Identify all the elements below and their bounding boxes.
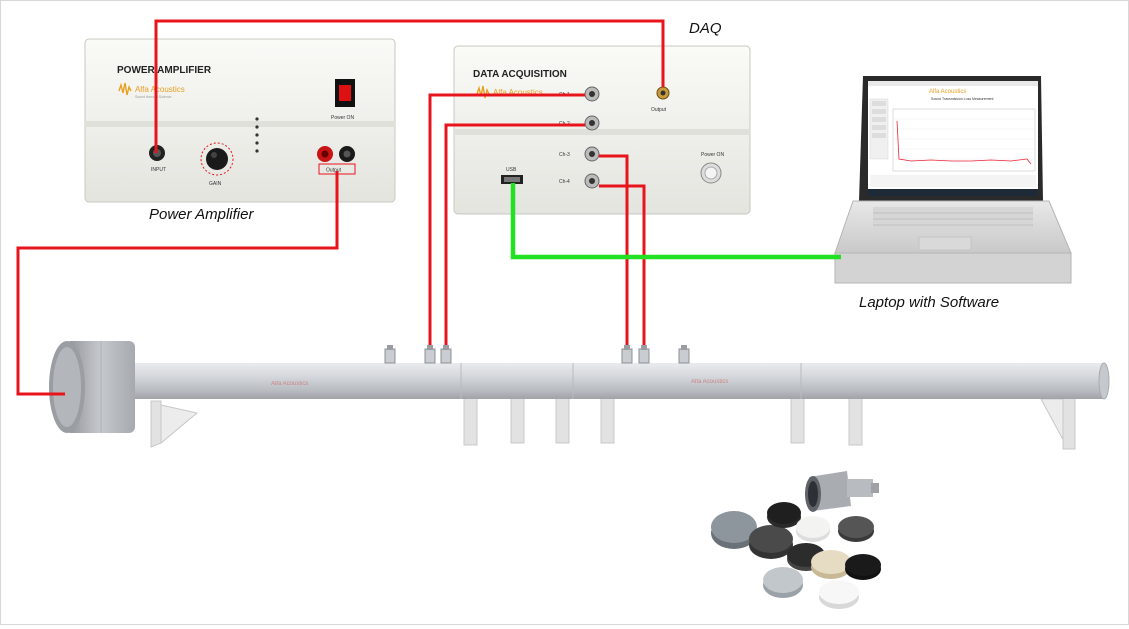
daq-power-label: Power ON	[701, 152, 724, 158]
usb-port[interactable]	[501, 175, 523, 184]
speaker-end-cap	[49, 341, 135, 433]
daq-channel-4[interactable]	[584, 173, 600, 189]
daq-brand: Alfa Acoustics	[493, 88, 543, 97]
sample-disc	[763, 567, 803, 598]
daq-output-jack[interactable]	[656, 86, 670, 100]
amplifier-output-jacks[interactable]	[317, 146, 355, 162]
sample-disc	[796, 516, 830, 542]
touchpad[interactable]	[918, 236, 972, 251]
laptop-caption: Laptop with Software	[859, 294, 999, 311]
wire-daq-to-amplifier	[154, 19, 665, 153]
red-signal-wires	[16, 19, 665, 396]
sample-disc	[711, 511, 757, 549]
sample-holder	[805, 471, 879, 512]
amplifier-title: POWER AMPLIFIER	[117, 65, 212, 76]
taskbar	[868, 189, 1038, 196]
laptop: Alfa Acoustics Sound Transmission Loss M…	[834, 76, 1072, 284]
gain-label: GAIN	[209, 181, 222, 187]
impedance-tube: Alfa Acoustics Alfa Acoustics	[49, 341, 1110, 450]
daq-output-label: Output	[651, 107, 667, 113]
microphone-port-3[interactable]	[440, 345, 452, 364]
sample-disc	[819, 580, 859, 609]
microphone-port-5[interactable]	[638, 345, 650, 364]
wire-mic-ch2	[444, 123, 585, 345]
tube-brand-left: Alfa Acoustics	[271, 381, 308, 387]
daq-box: DATA ACQUISITION Alfa Acoustics Ch-1 Ch-…	[453, 45, 751, 215]
sample-disc	[811, 550, 851, 579]
amplifier-power-switch[interactable]	[335, 79, 355, 107]
daq-title: DATA ACQUISITION	[473, 69, 567, 80]
daq-channel-2[interactable]	[584, 115, 600, 131]
microphone-port-4[interactable]	[621, 345, 633, 364]
sample-disc	[838, 516, 874, 542]
amplifier-output-label: Output	[326, 168, 342, 174]
daq-power-button[interactable]	[700, 162, 722, 184]
wire-mic-ch3	[599, 154, 629, 345]
screen-plot	[892, 108, 1036, 172]
wire-mic-ch4	[599, 184, 646, 345]
sample-disc	[749, 525, 793, 559]
amplifier-brand-logo: Alfa Acoustics Sound through Science	[118, 82, 185, 99]
tube-stands	[150, 390, 1076, 450]
microphone-port-2[interactable]	[424, 345, 436, 364]
daq-brand-logo: Alfa Acoustics	[476, 85, 543, 99]
ch3-label: Ch-3	[559, 152, 570, 158]
microphone-port-1[interactable]	[384, 345, 396, 364]
sample-disc	[845, 554, 881, 580]
screen-heading: Sound Transmission Loss Measurement	[931, 97, 993, 101]
amplifier-brand: Alfa Acoustics	[135, 85, 185, 94]
tube-body	[129, 363, 1104, 399]
daq-channel-3[interactable]	[584, 146, 600, 162]
gain-knob[interactable]	[200, 142, 234, 176]
ch4-label: Ch-4	[559, 179, 570, 185]
usb-label: USB	[506, 167, 517, 173]
level-led-indicator	[255, 117, 259, 153]
power-amplifier-box: POWER AMPLIFIER Alfa Acoustics Sound thr…	[84, 38, 396, 203]
tube-brand-right: Alfa Acoustics	[691, 379, 728, 385]
amplifier-brand-sub: Sound through Science	[135, 95, 171, 99]
sample-disc	[767, 502, 801, 528]
wire-usb-to-laptop	[510, 183, 841, 260]
material-samples	[711, 471, 881, 609]
amplifier-power-label: Power ON	[331, 115, 354, 121]
power-amplifier-caption: Power Amplifier	[149, 206, 254, 223]
daq-caption: DAQ	[689, 20, 722, 37]
screen-brand: Alfa Acoustics	[929, 89, 966, 95]
amplifier-input-label: INPUT	[151, 167, 166, 173]
wire-amplifier-to-speaker	[16, 171, 339, 396]
microphone-port-6[interactable]	[678, 345, 690, 364]
wire-mic-ch1	[428, 93, 585, 345]
daq-channel-1[interactable]	[584, 86, 600, 102]
laptop-keyboard	[873, 207, 1033, 233]
